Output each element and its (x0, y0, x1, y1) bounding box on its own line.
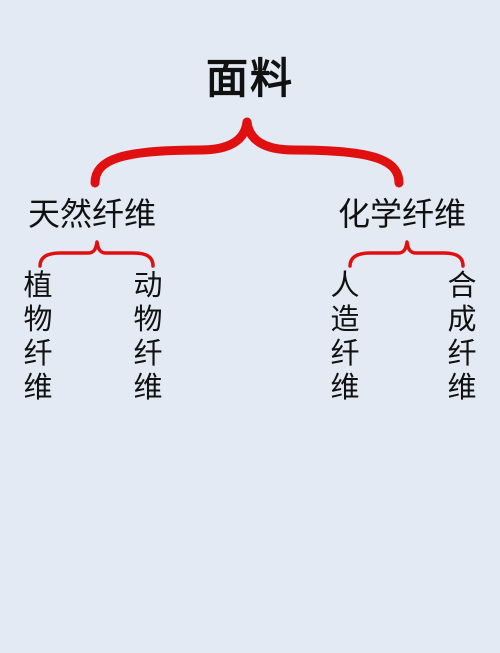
right-sub-brace (348, 240, 465, 268)
branch-natural-fiber: 天然纤维 (28, 195, 157, 233)
leaf-plant-fiber: 植物纤维 (23, 268, 53, 404)
leaf-animal-fiber: 动物纤维 (133, 268, 163, 404)
leaf-man-made-fiber: 人造纤维 (330, 268, 360, 404)
main-brace (90, 117, 404, 188)
leaf-synthetic-fiber: 合成纤维 (447, 268, 477, 404)
branch-chemical-fiber: 化学纤维 (338, 195, 467, 233)
root-node-fabric: 面料 (205, 54, 294, 103)
left-sub-brace (38, 240, 155, 268)
